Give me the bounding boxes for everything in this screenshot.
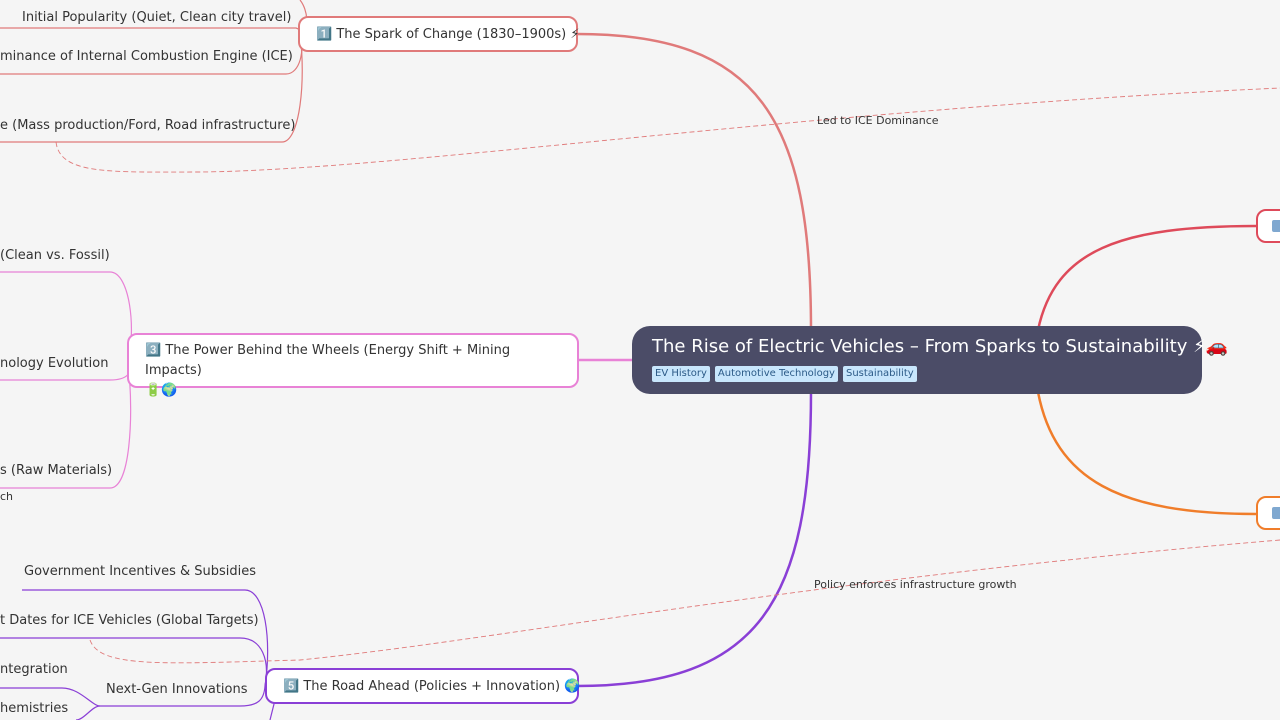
subtopic-ice-phase-out-dates[interactable]: t Dates for ICE Vehicles (Global Targets… — [0, 613, 259, 628]
number-icon — [1272, 507, 1280, 519]
subtopic-fragment[interactable]: ch — [0, 490, 14, 503]
topic-label: 5️⃣ The Road Ahead (Policies + Innovatio… — [283, 678, 581, 694]
subtopic-mass-production[interactable]: e (Mass production/Ford, Road infrastruc… — [0, 118, 296, 133]
relationship-line-2 — [89, 539, 1280, 664]
topic-label-emoji: 🔋🌍 — [145, 383, 178, 398]
topic-power-behind-wheels[interactable]: 3️⃣ The Power Behind the Wheels (Energy … — [127, 333, 579, 398]
central-topic[interactable]: The Rise of Electric Vehicles – From Spa… — [632, 326, 1229, 394]
relationship-label[interactable]: Policy enforces infrastructure growth — [814, 578, 1017, 591]
subtopic-clean-vs-fossil[interactable]: (Clean vs. Fossil) — [0, 248, 110, 263]
topic-label: 1️⃣ The Spark of Change (1830–1900s) ⚡ — [316, 26, 580, 42]
central-title: The Rise of Electric Vehicles – From Spa… — [652, 336, 1229, 357]
subtopic-next-gen-innovations[interactable]: Next-Gen Innovations — [106, 682, 248, 697]
connector-branch2 — [1036, 224, 1257, 331]
topic-spark-of-change[interactable]: 1️⃣ The Spark of Change (1830–1900s) ⚡ — [298, 16, 580, 52]
label-tag[interactable]: Automotive Technology — [714, 366, 838, 382]
subtopic-initial-popularity[interactable]: Initial Popularity (Quiet, Clean city tr… — [22, 10, 292, 25]
connector-spark — [576, 32, 813, 331]
subtopic-government-incentives[interactable]: Government Incentives & Subsidies — [24, 564, 257, 579]
relationship-line-1 — [55, 87, 1280, 173]
topic-branch-4-offscreen[interactable] — [1256, 496, 1280, 530]
central-labels: EV History Automotive Technology Sustain… — [652, 366, 1182, 382]
label-tag[interactable]: EV History — [652, 366, 710, 382]
subtopic-raw-materials[interactable]: s (Raw Materials) — [0, 463, 113, 478]
topic-branch-2-offscreen[interactable] — [1256, 209, 1280, 243]
subtopic-integration[interactable]: ntegration — [0, 662, 68, 677]
connector-road — [576, 391, 813, 688]
connector-branch4 — [1036, 391, 1257, 516]
subtopic-technology-evolution[interactable]: nology Evolution — [0, 356, 109, 371]
label-tag[interactable]: Sustainability — [842, 366, 917, 382]
subtopic-ice-dominance[interactable]: minance of Internal Combustion Engine (I… — [0, 49, 293, 64]
relationship-label[interactable]: Led to ICE Dominance — [817, 114, 939, 127]
number-icon — [1272, 220, 1280, 232]
subtopic-chemistries[interactable]: hemistries — [0, 701, 69, 716]
topic-label: 3️⃣ The Power Behind the Wheels (Energy … — [145, 343, 511, 378]
topic-road-ahead[interactable]: 5️⃣ The Road Ahead (Policies + Innovatio… — [265, 668, 581, 704]
